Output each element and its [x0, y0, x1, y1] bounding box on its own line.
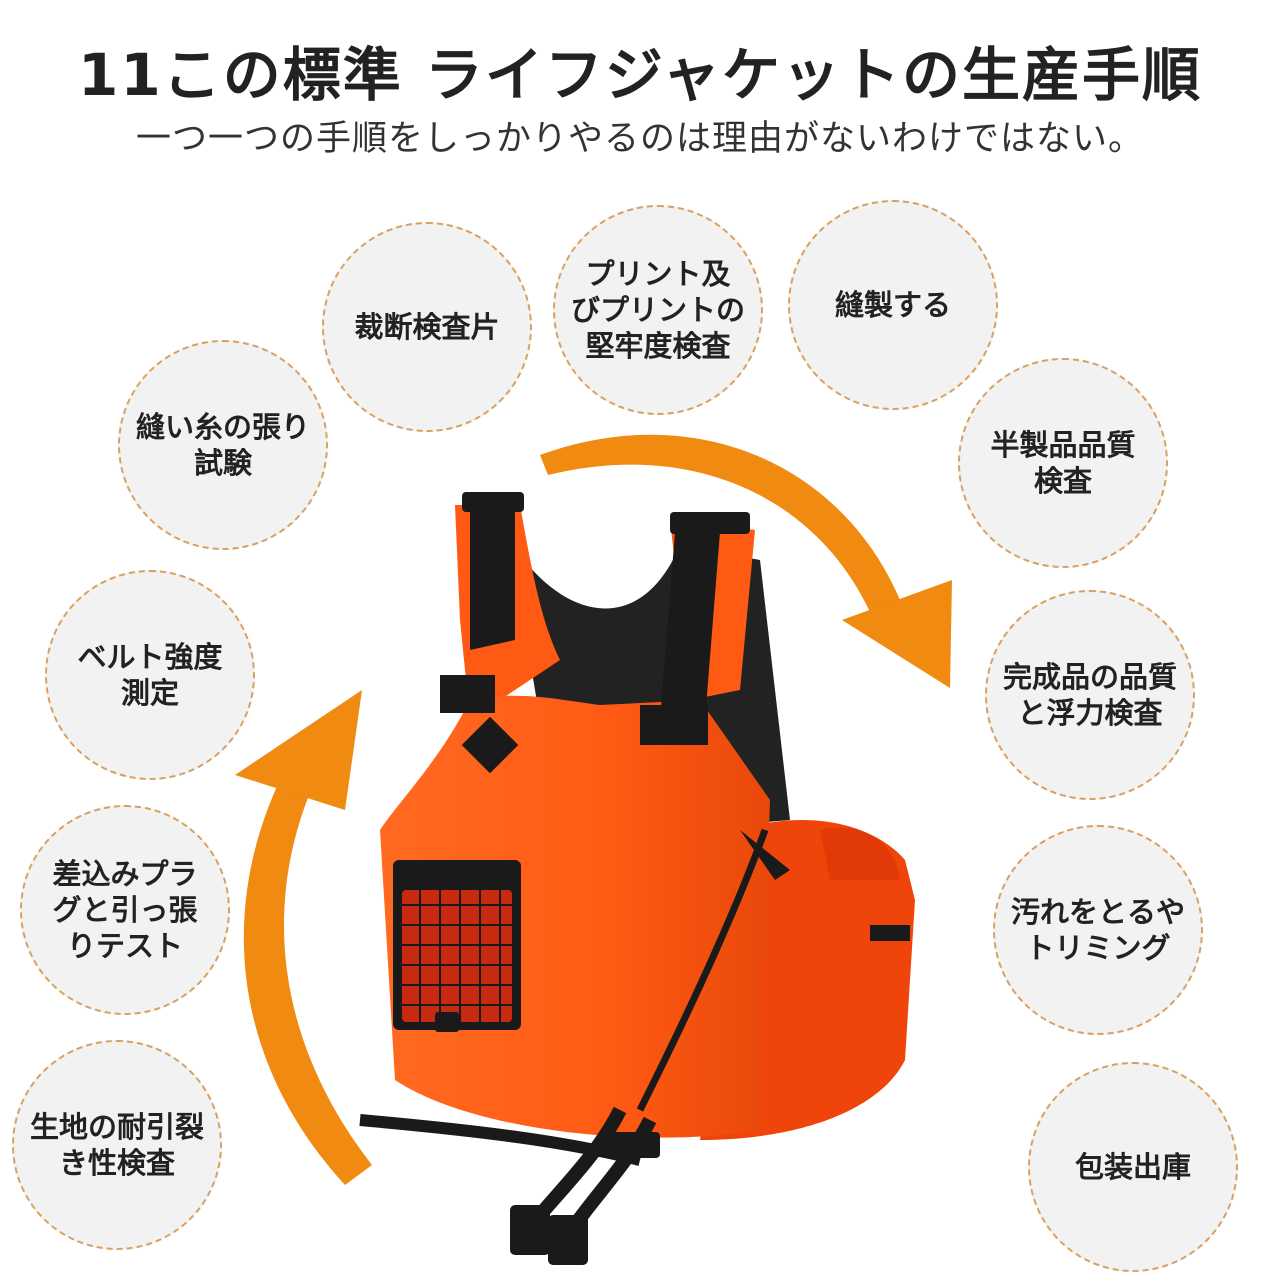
step-label: 差込みプラ グと引っ張 りテスト [52, 856, 198, 964]
page-subtitle: 一つ一つの手順をしっかりやるのは理由がないわけではない。 [135, 119, 1144, 159]
step-circle-tear-resistance: 生地の耐引裂 き性検査 [12, 1040, 222, 1250]
step-label: 生地の耐引裂 き性検査 [29, 1109, 204, 1180]
step-label: 縫い糸の張り 試験 [135, 409, 310, 480]
step-label: 裁断検査片 [354, 309, 500, 344]
step-label: プリント及 びプリントの 堅牢度検査 [570, 256, 745, 364]
step-circle-semi-finished-inspection: 半製品品質 検査 [958, 358, 1168, 568]
step-label: 縫製する [834, 287, 951, 322]
step-label: 完成品の品質 と浮力検査 [1002, 659, 1177, 730]
life-jacket-icon [359, 492, 915, 1265]
step-label: 汚れをとるや トリミング [1010, 894, 1185, 965]
step-circle-sewing: 縫製する [788, 200, 998, 410]
step-circle-print-fastness: プリント及 びプリントの 堅牢度検査 [553, 205, 763, 415]
step-circle-finished-buoyancy: 完成品の品質 と浮力検査 [985, 590, 1195, 800]
step-label: 包装出庫 [1074, 1149, 1191, 1184]
step-circle-belt-strength: ベルト強度 測定 [45, 570, 255, 780]
step-circle-cutting-inspection: 裁断検査片 [322, 222, 532, 432]
step-circle-cleaning-trimming: 汚れをとるや トリミング [993, 825, 1203, 1035]
curved-arrow-top-icon [540, 434, 952, 688]
step-circle-thread-tension: 縫い糸の張り 試験 [118, 340, 328, 550]
page-title: 11この標準 ライフジャケットの生産手順 [77, 41, 1202, 109]
step-label: ベルト強度 測定 [77, 639, 223, 710]
curved-arrow-left-icon [235, 690, 372, 1185]
step-circle-plug-pull-test: 差込みプラ グと引っ張 りテスト [20, 805, 230, 1015]
step-label: 半製品品質 検査 [990, 427, 1136, 498]
step-circle-packaging-shipping: 包装出庫 [1028, 1062, 1238, 1272]
